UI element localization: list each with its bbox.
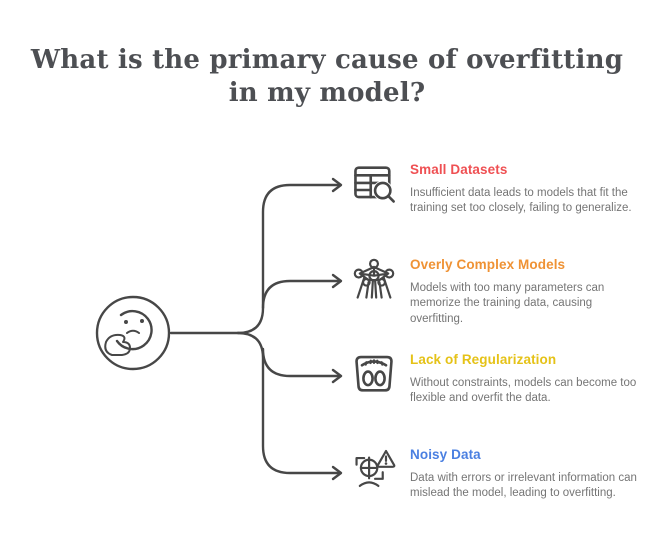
- cause-description: Insufficient data leads to models that f…: [410, 187, 632, 215]
- cause-title: Noisy Data: [410, 447, 481, 462]
- cause-title: Lack of Regularization: [410, 352, 557, 367]
- cause-item-lack-of-regularization: Lack of Regularization Without constrain…: [350, 350, 642, 407]
- arrow-icon: [331, 273, 343, 289]
- cause-title: Small Datasets: [410, 162, 508, 177]
- arrow-icon: [331, 368, 343, 384]
- connector-branch-4: [236, 331, 341, 475]
- connector-branch-2: [261, 279, 341, 310]
- arrow-icon: [331, 465, 343, 481]
- cause-description: Models with too many parameters can memo…: [410, 282, 605, 325]
- cause-item-small-datasets: Small Datasets Insufficient data leads t…: [350, 160, 642, 217]
- page-title: What is the primary cause of overfitting…: [30, 45, 624, 108]
- network-nodes-icon: [350, 255, 398, 303]
- connector-branch-3: [261, 347, 341, 378]
- arrow-icon: [331, 177, 343, 193]
- cause-item-overly-complex-models: Overly Complex Models Models with too ma…: [350, 255, 642, 327]
- cause-description: Without constraints, models can become t…: [410, 377, 637, 405]
- thinking-face-icon: [95, 295, 171, 371]
- weighing-scale-icon: [350, 350, 398, 398]
- dataset-magnifier-icon: [350, 160, 398, 208]
- cause-title: Overly Complex Models: [410, 257, 566, 272]
- cause-item-noisy-data: Noisy Data Data with errors or irrelevan…: [350, 445, 642, 502]
- noisy-data-warning-icon: [350, 445, 398, 493]
- cause-description: Data with errors or irrelevant informati…: [410, 472, 637, 500]
- connector-branch-1: [236, 183, 341, 335]
